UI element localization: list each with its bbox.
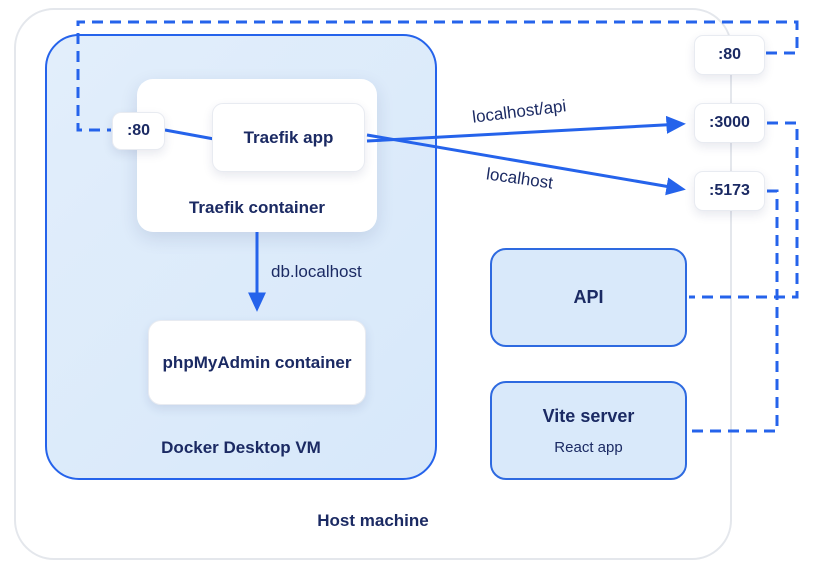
edge-traefik-to-port3000-arrow — [366, 115, 686, 143]
host-port-80-box: :80 — [694, 35, 765, 75]
vite-server-box: Vite server React app — [490, 381, 687, 480]
port-5173-box: :5173 — [694, 171, 765, 211]
phpmyadmin-container-box: phpMyAdmin container — [148, 320, 366, 405]
edge-port3000-to-api — [689, 121, 799, 299]
edge-hostport80-to-vmport80 — [76, 20, 799, 132]
traefik-app-box: Traefik app — [212, 103, 365, 172]
host-machine-label: Host machine — [317, 511, 429, 530]
vm-port-80-box: :80 — [112, 112, 165, 150]
api-box: API — [490, 248, 687, 347]
edge-port5173-to-vite — [689, 189, 779, 433]
vite-server-label: Vite server — [542, 405, 635, 426]
edge-vmport80-to-traefik-app — [164, 128, 215, 141]
edge-label-db-localhost: db.localhost — [271, 262, 362, 281]
docker-vm-label: Docker Desktop VM — [161, 438, 321, 457]
react-app-label: React app — [554, 438, 623, 456]
edge-traefik-to-port5173-arrow — [366, 133, 686, 196]
traefik-container-label: Traefik container — [188, 198, 326, 217]
port-3000-box: :3000 — [694, 103, 765, 143]
